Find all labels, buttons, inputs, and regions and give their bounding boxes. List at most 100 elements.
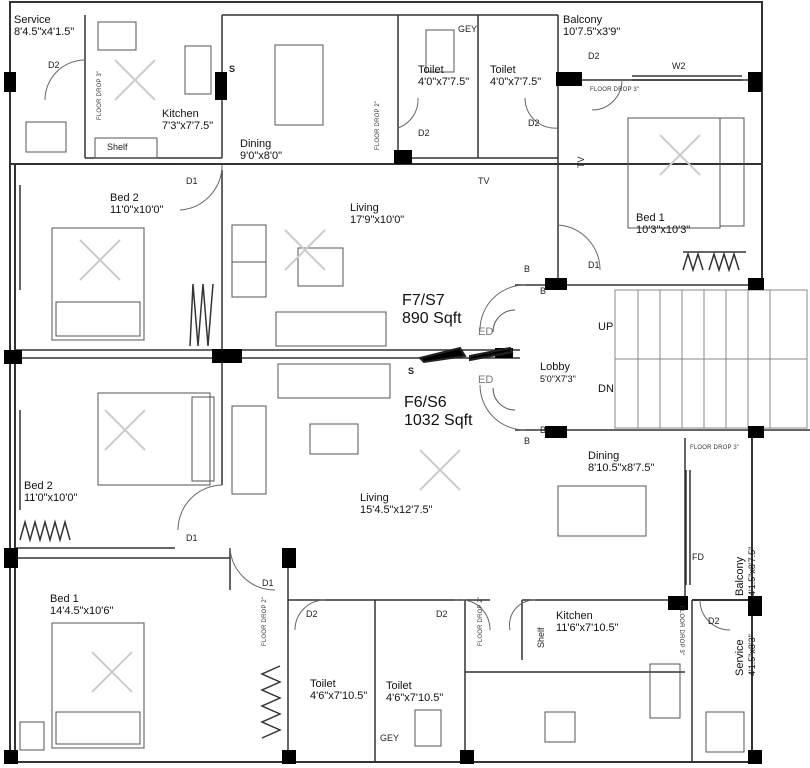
room-dimensions: 11'0"x10'0"	[110, 204, 164, 216]
room-name: Living	[360, 492, 389, 504]
tv-tag: TV	[478, 176, 490, 186]
room-label-lower-service: Service 4'1.5"x8'3"	[734, 634, 758, 676]
lobby-door-arcs	[492, 309, 516, 411]
room-dimensions: 17'9"x10'0"	[350, 214, 405, 226]
door-tag-fd: FD	[692, 552, 704, 562]
door-tag-d2: D2	[528, 118, 540, 128]
room-dimensions: 4'1.5"x8'3"	[747, 634, 757, 676]
room-name: Balcony	[563, 14, 603, 26]
door-tag-d2: D2	[436, 609, 448, 619]
tag-b: B	[524, 436, 531, 446]
room-dimensions: 4'0"x7'7.5"	[418, 76, 470, 88]
room-dimensions: 8'10.5"x8'7.5"	[588, 462, 655, 474]
structural-columns	[4, 72, 764, 764]
room-label-lower-toilet-b: Toilet 4'6"x7'10.5"	[386, 680, 443, 704]
room-dimensions: 14'4.5"x10'6"	[50, 605, 114, 617]
room-dimensions: 9'0"x8'0"	[240, 150, 282, 162]
room-label-lobby: Lobby 5'0"X7'3"	[540, 361, 576, 385]
room-name: Toilet	[310, 678, 336, 690]
floor-drop-note: FLOOR DROP 2"	[478, 596, 484, 646]
room-label-lower-dining: Dining 8'10.5"x8'7.5"	[588, 450, 654, 474]
floor-drop-note: FLOOR DROP 3"	[97, 70, 103, 120]
room-name: Bed 1	[636, 212, 665, 224]
door-tag-d1: D1	[186, 176, 198, 186]
floor-drop-note: FLOOR DROP 3"	[678, 606, 684, 656]
floor-drop-note: FLOOR DROP 2"	[375, 100, 381, 150]
room-label-lower-toilet-a: Toilet 4'6"x7'10.5"	[310, 678, 367, 702]
room-dimensions: 11'6"x7'10.5"	[556, 622, 619, 634]
room-name: Service	[14, 14, 51, 26]
room-name: Kitchen	[162, 108, 199, 120]
room-name: Bed 2	[24, 480, 53, 492]
room-name: Dining	[240, 138, 272, 150]
room-label-lower-living: Living 15'4.5"x12'7.5"	[360, 492, 433, 516]
tag-b: B	[540, 286, 547, 296]
unit-area: 1032 Sqft	[404, 412, 473, 429]
room-dimensions: 4'6"x7'10.5"	[386, 692, 444, 704]
tv-tag: TV	[576, 156, 586, 168]
unit-code: F6/S6	[404, 394, 447, 411]
room-dimensions: 15'4.5"x12'7.5"	[360, 504, 433, 516]
door-tag-d2: D2	[418, 128, 430, 138]
room-dimensions: 5'0"X7'3"	[540, 374, 576, 384]
entrance-door-tag: ED	[478, 374, 494, 386]
room-label-upper-living: Living 17'9"x10'0"	[350, 202, 404, 226]
floor-drop-note: FLOOR DROP 3"	[590, 87, 640, 93]
room-label-upper-dining: Dining 9'0"x8'0"	[240, 138, 282, 162]
room-label-upper-kitchen: Kitchen 7'3"x7'7.5"	[162, 108, 213, 132]
door-tag-d2: D2	[708, 616, 720, 626]
stair-down-label: DN	[598, 383, 614, 395]
staircase	[614, 289, 808, 429]
door-tag-d1: D1	[588, 260, 600, 270]
room-label-lower-bed2: Bed 2 11'0"x10'0"	[24, 480, 77, 504]
floor-drop-note: FLOOR DROP 2"	[262, 596, 268, 646]
geyser-tag: GEY	[458, 24, 478, 34]
room-label-lower-bed1: Bed 1 14'4.5"x10'6"	[50, 593, 113, 617]
room-dimensions: 8'4.5"x4'1.5"	[14, 26, 75, 38]
room-name: Bed 1	[50, 593, 79, 605]
room-dimensions: 11'0"x10'0"	[24, 492, 78, 504]
room-dimensions: 10'3"x10'3"	[636, 224, 691, 236]
door-tag-d2: D2	[588, 51, 600, 61]
room-dimensions: 4'0"x7'7.5"	[490, 76, 542, 88]
room-label-upper-toilet-b: Toilet 4'0"x7'7.5"	[490, 64, 541, 88]
outer-walls	[9, 1, 763, 763]
entrance-doors	[418, 346, 514, 364]
room-dimensions: 7'3"x7'7.5"	[162, 120, 214, 132]
room-name: Bed 2	[110, 192, 139, 204]
room-label-upper-bed2: Bed 2 11'0"x10'0"	[110, 192, 163, 216]
tag-b: B	[524, 264, 531, 274]
door-tag-d2: D2	[306, 609, 318, 619]
tag-s: S	[229, 64, 236, 74]
shelf-tag: Shelf	[107, 142, 128, 152]
living-furniture	[19, 21, 745, 753]
room-label-lower-balcony: Balcony 4'1.5"x8'7.5"	[734, 547, 758, 596]
room-name: Service	[734, 639, 746, 676]
room-dimensions: 4'6"x7'10.5"	[310, 690, 368, 702]
door-tag-d1: D1	[262, 578, 274, 588]
room-label-upper-service: Service 8'4.5"x4'1.5"	[14, 14, 74, 38]
ceiling-fans	[79, 59, 701, 693]
room-label-upper-bed1: Bed 1 10'3"x10'3"	[636, 212, 690, 236]
room-dimensions: 4'1.5"x8'7.5"	[747, 546, 757, 596]
door-swings	[44, 59, 731, 631]
room-label-upper-balcony: Balcony 10'7.5"x3'9"	[563, 14, 620, 38]
window-tag-w2: W2	[672, 61, 686, 71]
tag-s: S	[408, 366, 415, 376]
unit-label-upper: F7/S7 890 Sqft	[402, 292, 462, 328]
room-label-lower-kitchen: Kitchen 11'6"x7'10.5"	[556, 610, 619, 634]
windows	[14, 75, 746, 739]
stair-up-label: UP	[598, 321, 614, 333]
room-dimensions: 10'7.5"x3'9"	[563, 26, 621, 38]
floor-drop-note: FLOOR DROP 3"	[690, 445, 740, 451]
door-tag-d1: D1	[186, 533, 198, 543]
room-name: Kitchen	[556, 610, 593, 622]
room-name: Toilet	[418, 64, 444, 76]
unit-code: F7/S7	[402, 292, 445, 309]
room-name: Toilet	[490, 64, 516, 76]
entrance-door-tag: ED	[478, 326, 494, 338]
beds	[51, 117, 745, 749]
room-name: Dining	[588, 450, 620, 462]
shelf-tag: Shelf	[536, 627, 546, 648]
